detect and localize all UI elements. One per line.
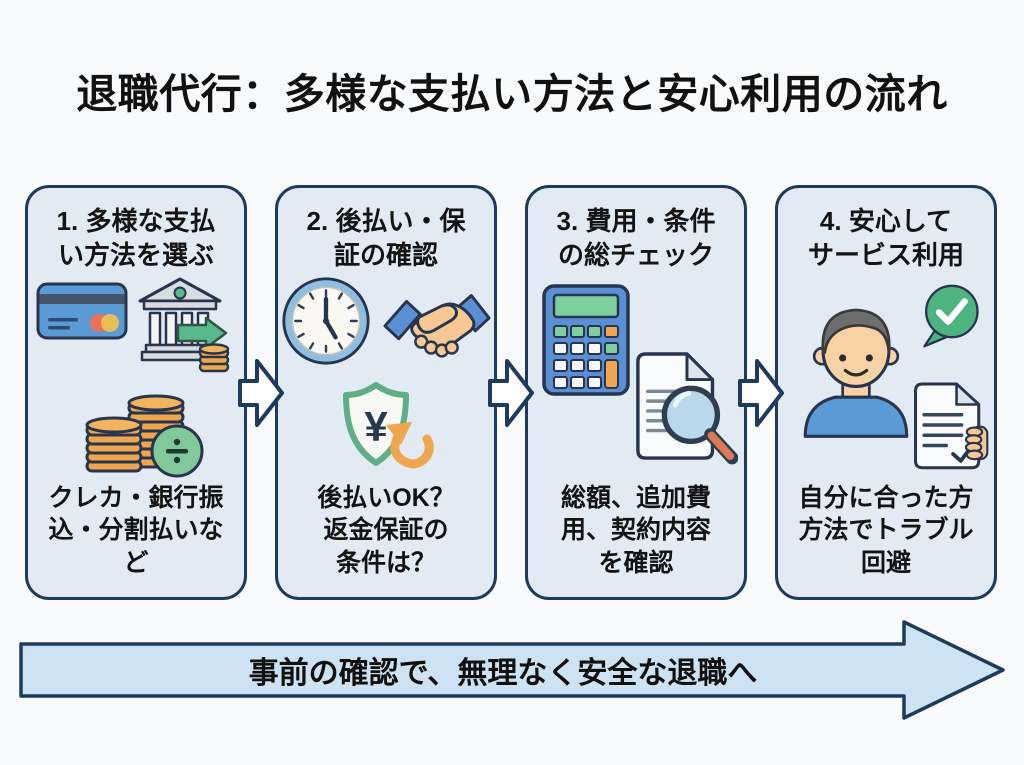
handshake-icon	[383, 294, 491, 358]
yen-symbol: ¥	[364, 403, 388, 450]
step-title: 1. 多様な支払 い方法を選ぶ	[56, 206, 216, 271]
connector-arrow-icon	[238, 359, 284, 427]
flow-arrow-banner	[19, 620, 1005, 720]
page-title: 退職代行：多様な支払い方法と安心利用の流れ	[76, 71, 948, 117]
steps-row: 1. 多様な支払 い方法を選ぶ	[25, 185, 997, 600]
step-title: 3. 費用・条件 の総チェック	[556, 206, 716, 271]
step-card-3: 3. 費用・条件 の総チェック	[525, 185, 747, 600]
credit-card-icon	[36, 282, 128, 340]
step-description: クレカ・銀行振 込・分割払いな ど	[48, 483, 224, 577]
step-title: 4. 安心して サービス利用	[807, 206, 964, 271]
step-4-icons	[784, 273, 989, 482]
step-description: 後払いOK？ 返金保証の 条件は？	[317, 483, 455, 577]
clock-icon	[282, 277, 370, 365]
person-icon	[803, 308, 909, 438]
connector-arrow-icon	[488, 359, 534, 427]
step-1-icons	[34, 273, 238, 482]
shield-yen-refund-icon: ¥	[343, 382, 434, 469]
step-description: 自分に合った方 方法でトラブル 回避	[798, 483, 974, 577]
connector-arrow-icon	[738, 359, 784, 427]
checked-document-icon	[914, 382, 989, 470]
step-title: 2. 後払い・保 証の確認	[306, 206, 466, 271]
step-description: 総額、追加費 用、契約内容 を確認	[560, 483, 711, 577]
coins-divide-icon	[85, 394, 204, 478]
step-3-icons	[534, 273, 738, 482]
check-bubble-icon	[923, 284, 979, 348]
flow-banner-text: 事前の確認で、無理なく安全な退職へ	[248, 657, 758, 690]
step-card-2: 2. 後払い・保 証の確認	[275, 185, 497, 600]
calculator-icon	[542, 284, 630, 396]
step-2-icons: ¥	[282, 273, 491, 482]
document-magnifier-icon	[636, 352, 738, 465]
bank-transfer-icon	[138, 277, 230, 372]
step-card-1: 1. 多様な支払 い方法を選ぶ	[25, 185, 247, 600]
step-card-4: 4. 安心して サービス利用	[775, 185, 997, 600]
